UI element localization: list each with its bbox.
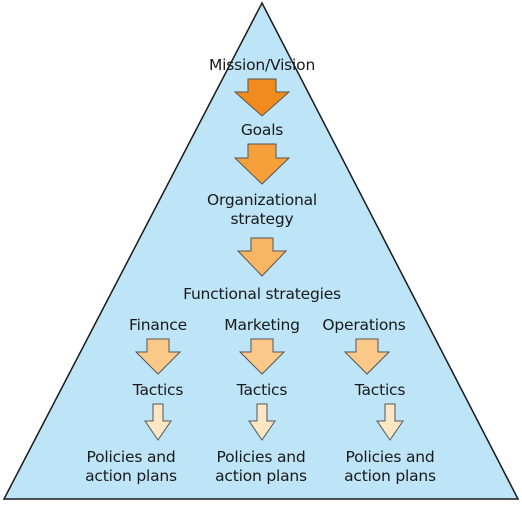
- goals-label: Goals: [240, 121, 284, 139]
- operations-tactics-label: Tactics: [354, 381, 406, 399]
- arrow-marketing-to-tactics: [238, 338, 286, 375]
- organizational-strategy-label: Organizational strategy: [207, 191, 317, 229]
- marketing-plans-label: Policies and action plans: [215, 448, 307, 486]
- mission-vision-label: Mission/Vision: [208, 56, 316, 74]
- arrow-marketing-tactics-to-plans: [248, 403, 276, 441]
- operations-label: Operations: [322, 316, 406, 334]
- marketing-plans-line2: action plans: [215, 467, 307, 485]
- arrow-operations-to-tactics: [343, 338, 391, 375]
- arrow-strategy-to-functional: [236, 237, 288, 277]
- marketing-plans-line1: Policies and: [216, 448, 306, 466]
- arrow-operations-tactics-to-plans: [376, 403, 404, 441]
- finance-tactics-label: Tactics: [132, 381, 184, 399]
- arrow-finance-to-tactics: [134, 338, 182, 375]
- finance-label: Finance: [129, 316, 187, 334]
- finance-plans-line2: action plans: [85, 467, 177, 485]
- operations-plans-label: Policies and action plans: [344, 448, 436, 486]
- arrow-mission-to-goals: [233, 78, 291, 117]
- operations-plans-line2: action plans: [344, 467, 436, 485]
- functional-strategies-label: Functional strategies: [183, 285, 341, 303]
- finance-plans-label: Policies and action plans: [85, 448, 177, 486]
- arrow-finance-tactics-to-plans: [144, 403, 172, 441]
- arrow-goals-to-strategy: [233, 143, 291, 185]
- marketing-tactics-label: Tactics: [236, 381, 288, 399]
- marketing-label: Marketing: [224, 316, 300, 334]
- organizational-strategy-line1: Organizational: [206, 191, 318, 209]
- finance-plans-line1: Policies and: [86, 448, 176, 466]
- organizational-strategy-line2: strategy: [230, 210, 294, 228]
- operations-plans-line1: Policies and: [345, 448, 435, 466]
